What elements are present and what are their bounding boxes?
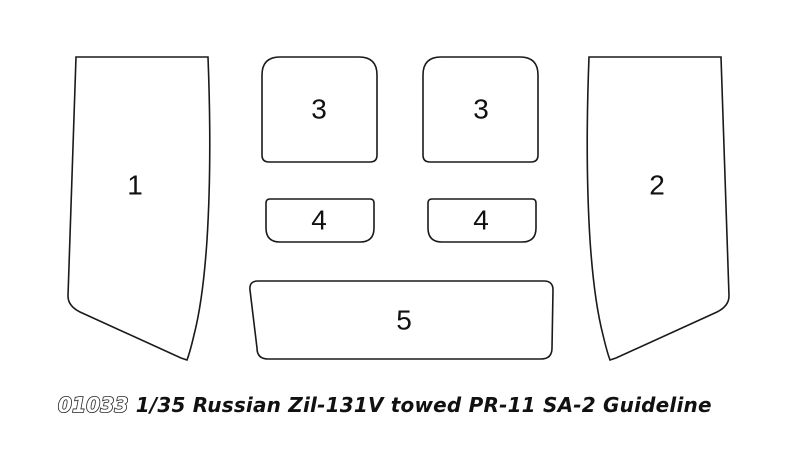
part-3-right-label: 3 xyxy=(473,93,489,124)
diagram-caption: 01033 1/35 Russian Zil-131V towed PR-11 … xyxy=(57,392,758,418)
part-4-right: 4 xyxy=(427,198,537,243)
part-3-right-outline xyxy=(422,56,539,163)
part-3-left: 3 xyxy=(261,56,378,163)
part-4-right-outline xyxy=(427,198,537,243)
part-4-left-label: 4 xyxy=(311,204,327,235)
part-2: 2 xyxy=(586,56,730,362)
part-1-label: 1 xyxy=(127,169,143,200)
part-3-left-label: 3 xyxy=(311,93,327,124)
part-2-label: 2 xyxy=(649,169,665,200)
part-1: 1 xyxy=(67,56,211,362)
part-2-outline xyxy=(586,56,730,362)
part-4-left: 4 xyxy=(265,198,375,243)
kit-title: 1/35 Russian Zil-131V towed PR-11 SA-2 G… xyxy=(135,393,712,417)
part-5: 5 xyxy=(249,280,554,360)
part-5-label: 5 xyxy=(396,304,412,335)
part-4-left-outline xyxy=(265,198,375,243)
part-5-outline xyxy=(249,280,554,360)
part-3-right: 3 xyxy=(422,56,539,163)
kit-code: 01033 xyxy=(57,392,129,418)
part-3-left-outline xyxy=(261,56,378,163)
part-1-outline xyxy=(67,56,211,362)
part-4-right-label: 4 xyxy=(473,204,489,235)
